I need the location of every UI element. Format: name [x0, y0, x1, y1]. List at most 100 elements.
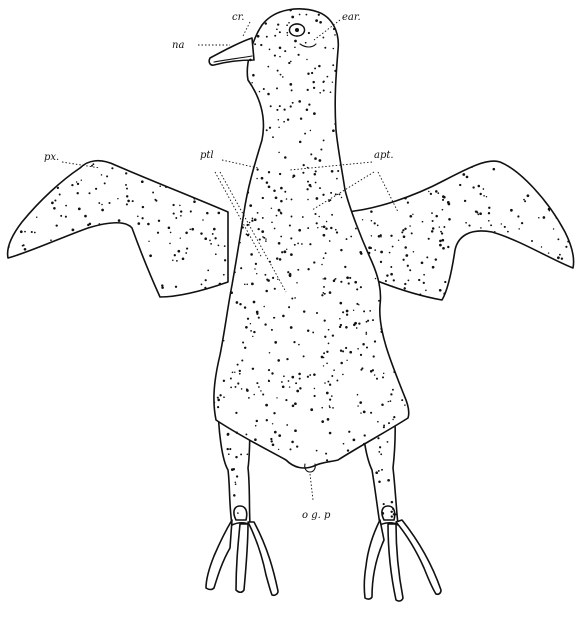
feather-dot: [346, 314, 348, 316]
feather-dot: [68, 366, 69, 367]
feather-dot: [549, 57, 551, 59]
feather-dot: [503, 63, 504, 64]
feather-dot: [58, 8, 60, 10]
feather-dot: [477, 21, 479, 23]
feather-dot: [405, 389, 406, 390]
feather-dot: [227, 505, 229, 507]
feather-dot: [175, 145, 177, 147]
feather-dot: [156, 178, 158, 180]
feather-dot: [423, 481, 425, 483]
feather-dot: [409, 215, 412, 218]
feather-dot: [369, 310, 371, 312]
feather-dot: [472, 186, 474, 188]
feather-dot: [167, 25, 169, 27]
feather-dot: [407, 432, 409, 434]
feather-dot: [78, 369, 80, 371]
feather-dot: [404, 283, 406, 285]
feather-dot: [164, 521, 166, 523]
feather-dot: [186, 489, 188, 491]
feather-dot: [385, 169, 388, 172]
feather-dot: [566, 326, 568, 328]
feather-dot: [176, 133, 178, 135]
feather-dot: [30, 179, 32, 181]
feather-dot: [379, 64, 381, 66]
feather-dot: [192, 400, 195, 403]
feather-dot: [211, 410, 212, 411]
feather-dot: [123, 309, 124, 310]
feather-dot: [55, 534, 56, 535]
feather-dot: [65, 205, 67, 207]
feather-dot: [373, 29, 374, 30]
feather-dot: [396, 161, 399, 164]
feather-dot: [270, 105, 272, 107]
feather-dot: [407, 389, 409, 391]
feather-dot: [156, 531, 158, 533]
feather-dot: [500, 82, 502, 84]
feather-dot: [24, 231, 26, 233]
feather-dot: [179, 167, 181, 169]
feather-dot: [196, 391, 198, 393]
feather-dot: [505, 332, 507, 334]
feather-dot: [414, 499, 416, 501]
feather-dot: [325, 453, 327, 455]
feather-dot: [198, 297, 200, 299]
feather-dot: [12, 522, 15, 525]
feather-dot: [214, 237, 216, 239]
feather-dot: [388, 401, 389, 402]
feather-dot: [85, 425, 88, 428]
feather-dot: [572, 113, 574, 115]
feather-dot: [557, 377, 559, 379]
feather-dot: [386, 274, 388, 276]
feather-dot: [39, 295, 42, 298]
feather-dot: [335, 526, 337, 528]
feather-dot: [189, 366, 191, 368]
feather-dot: [197, 416, 199, 418]
feather-dot: [314, 213, 316, 215]
feather-dot: [546, 277, 548, 279]
feather-dot: [66, 271, 68, 273]
feather-dot: [562, 342, 564, 344]
feather-dot: [101, 204, 103, 206]
feather-dot: [109, 317, 111, 319]
feather-dot: [439, 226, 440, 227]
feather-dot: [68, 447, 70, 449]
feather-dot: [81, 342, 84, 345]
feather-dot: [235, 127, 237, 129]
feather-dot: [446, 58, 448, 60]
feather-dot: [552, 436, 554, 438]
feather-dot: [320, 148, 322, 150]
feather-dot: [472, 42, 474, 44]
feather-dot: [432, 115, 434, 117]
feather-dot: [102, 447, 104, 449]
feather-dot: [402, 33, 404, 35]
feather-dot: [467, 464, 469, 466]
feather-dot: [253, 301, 256, 304]
feather-dot: [146, 160, 148, 162]
feather-dot: [186, 521, 188, 523]
feather-dot: [84, 215, 87, 218]
feather-dot: [86, 529, 88, 531]
feather-dot: [298, 229, 301, 232]
feather-dot: [76, 329, 78, 331]
feather-dot: [267, 453, 270, 456]
feather-dot: [493, 506, 495, 508]
feather-dot: [83, 331, 85, 333]
feather-dot: [73, 135, 76, 138]
feather-dot: [43, 112, 45, 114]
feather-dot: [461, 505, 463, 507]
label-apt: apt.: [374, 150, 394, 161]
feather-dot: [131, 373, 133, 375]
feather-dot: [538, 172, 540, 174]
feather-dot: [39, 355, 41, 357]
feather-dot: [467, 398, 470, 401]
feather-dot: [201, 99, 204, 102]
feather-dot: [179, 466, 182, 469]
feather-dot: [41, 414, 43, 416]
feather-dot: [198, 78, 200, 80]
feather-dot: [85, 542, 87, 544]
feather-dot: [299, 505, 301, 507]
feather-dot: [98, 434, 100, 436]
feather-dot: [302, 172, 304, 174]
feather-dot: [233, 95, 235, 97]
feather-dot: [478, 185, 481, 188]
